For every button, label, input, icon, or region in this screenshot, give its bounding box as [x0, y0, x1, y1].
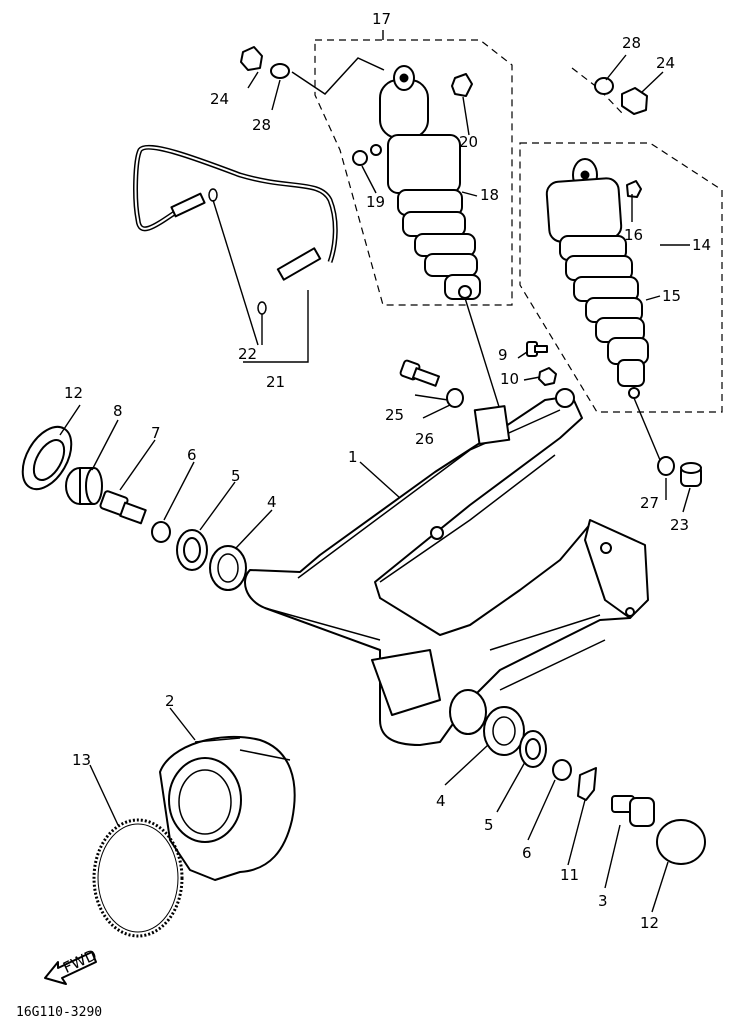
- rubber-boot-2: [159, 735, 296, 881]
- oil-seal-5-right: [519, 730, 547, 768]
- bracket-11: [577, 767, 597, 801]
- callout-12-left: 12: [64, 384, 83, 402]
- bolt-25: [399, 359, 440, 387]
- callout-4-left: 4: [267, 493, 277, 511]
- nut-20: [451, 73, 473, 97]
- cap-12-right: [656, 819, 706, 865]
- callout-6-left: 6: [187, 446, 197, 464]
- hose-assembly-21: [133, 144, 338, 315]
- callout-23: 23: [670, 516, 689, 534]
- fwd-arrow: FWD: [44, 946, 99, 985]
- nut-19: [352, 150, 368, 166]
- callout-15: 15: [662, 287, 681, 305]
- callout-12-right: 12: [640, 914, 659, 932]
- pivot-shaft-3: [611, 795, 655, 827]
- callout-22: 22: [238, 345, 257, 363]
- collar-6-left: [151, 521, 171, 543]
- washer-27: [657, 456, 675, 476]
- callout-2: 2: [165, 692, 175, 710]
- washer-28-upper: [270, 63, 290, 79]
- cap-nut-23: [680, 462, 702, 487]
- callout-28-left: 28: [252, 116, 271, 134]
- o-ring-22-upper: [208, 188, 218, 202]
- callout-18: 18: [480, 186, 499, 204]
- nut-10: [538, 367, 557, 386]
- group-box-14: [519, 142, 723, 413]
- callout-25: 25: [385, 406, 404, 424]
- callout-5-right: 5: [484, 816, 494, 834]
- callout-24-right: 24: [656, 54, 675, 72]
- fwd-label: FWD: [60, 946, 99, 977]
- callout-6-right: 6: [522, 844, 532, 862]
- swingarm-1: [244, 388, 649, 746]
- pivot-shaft-7: [99, 490, 147, 525]
- nut-24-right: [621, 87, 648, 115]
- nut-16: [626, 180, 642, 198]
- lock-nut-12-left: [21, 425, 73, 491]
- callout-14: 14: [692, 236, 711, 254]
- callout-16: 16: [624, 226, 643, 244]
- group-box-17: [314, 39, 513, 306]
- oil-seal-5-left: [176, 529, 208, 571]
- callout-21: 21: [266, 373, 285, 391]
- washer-28-right: [594, 77, 614, 95]
- bearing-4-left: [209, 545, 247, 591]
- callout-19: 19: [366, 193, 385, 211]
- callout-24-left: 24: [210, 90, 229, 108]
- callout-13: 13: [72, 751, 91, 769]
- callout-3: 3: [598, 892, 608, 910]
- collar-6-right: [552, 759, 572, 781]
- bolt-9: [526, 341, 548, 357]
- callout-11: 11: [560, 866, 579, 884]
- callout-8: 8: [113, 402, 123, 420]
- callout-17: 17: [372, 10, 391, 28]
- callout-28-right: 28: [622, 34, 641, 52]
- callout-7: 7: [151, 424, 161, 442]
- nut-24-upper: [240, 46, 263, 71]
- collar-8: [65, 467, 103, 505]
- callout-27: 27: [640, 494, 659, 512]
- callout-26: 26: [415, 430, 434, 448]
- callout-9: 9: [498, 346, 508, 364]
- callout-20: 20: [459, 133, 478, 151]
- washer-26: [446, 388, 464, 408]
- callout-5-left: 5: [231, 467, 241, 485]
- shock-absorber-15: [545, 158, 649, 399]
- document-code: 16G110-3290: [16, 1005, 102, 1020]
- o-ring-22-lower: [257, 301, 267, 315]
- callout-10: 10: [500, 370, 519, 388]
- clamp-band-13: [92, 818, 184, 938]
- callout-4-right: 4: [436, 792, 446, 810]
- bearing-4-right: [483, 706, 525, 756]
- shock-absorber-18: [370, 65, 481, 300]
- callout-1: 1: [348, 448, 358, 466]
